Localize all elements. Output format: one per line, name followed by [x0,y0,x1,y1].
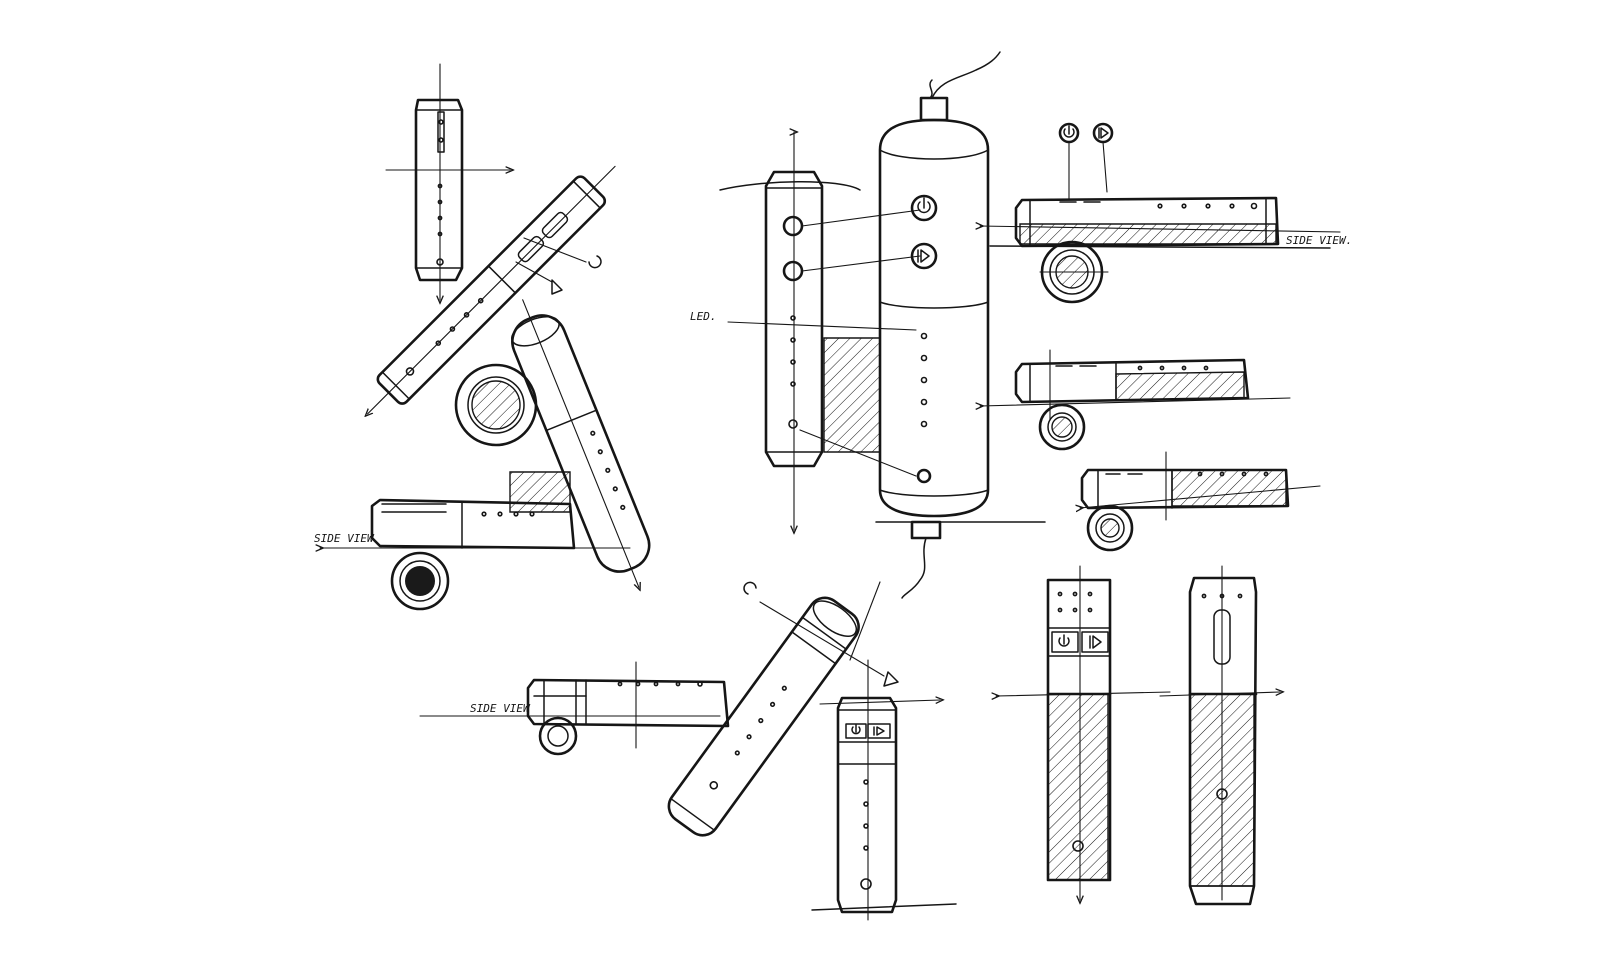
side-view-middle-right [980,349,1291,451]
center-narrow-device: LED. [690,132,921,530]
side-view-top-right: SIDE VIEW. [980,196,1352,304]
side-view-bottom-label: SIDE VIEW [470,702,531,715]
diagonal-device-bottom [667,596,860,837]
top-left-front-view [385,63,510,300]
axis-bottom-diagonal [849,581,881,661]
top-right-icons [1058,122,1114,201]
side-view-bottom: SIDE VIEW [419,661,730,756]
bottom-center-device [811,659,957,921]
front-view-hatched-right [1159,565,1280,906]
side-view-left-label: SIDE VIEW [314,532,375,545]
side-view-top-right-label: SIDE VIEW. [1286,234,1352,247]
front-view-hatched-left [996,565,1171,900]
center-tall-device [875,51,1046,599]
tilted-device-center-left [511,299,651,598]
power-callout-top-left [523,237,602,269]
led-label: LED. [690,310,717,323]
play-callout-top-left [515,261,563,295]
power-callout-bottom [743,581,899,687]
play-icon [1092,122,1114,144]
side-view-left: SIDE VIEW [314,471,631,611]
power-icon [1058,122,1080,144]
side-view-lower-right [1080,451,1321,552]
diagonal-device-top-left [354,165,616,427]
